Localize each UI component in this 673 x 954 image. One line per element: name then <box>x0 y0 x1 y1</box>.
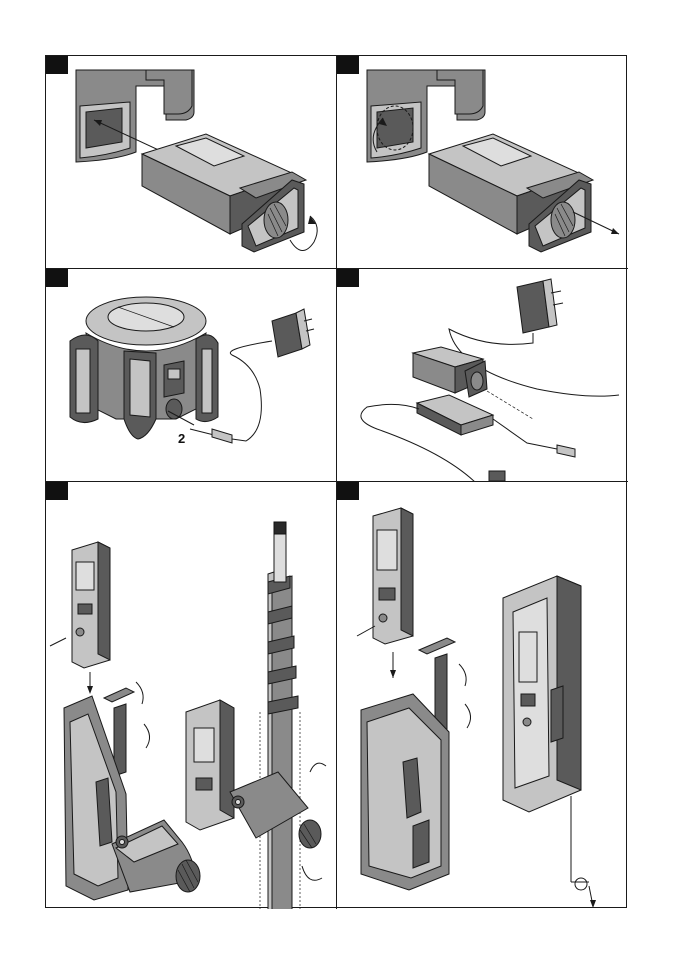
figure-panel-3: 2 <box>46 269 337 482</box>
figure-panel-6 <box>337 482 628 909</box>
charge-separate-illustration <box>337 269 628 482</box>
figure-panel-5 <box>46 482 337 909</box>
detector-remote-holder-illustration <box>337 482 628 909</box>
callout-number: 2 <box>178 431 185 446</box>
figure-panel-1 <box>46 56 337 269</box>
detector-holder-staff-illustration <box>46 482 337 909</box>
figure-panel-4 <box>337 269 628 482</box>
instruction-sheet: 2 <box>45 55 627 908</box>
battery-unlock-illustration <box>337 56 628 269</box>
battery-removal-illustration <box>46 56 337 269</box>
charge-in-tool-illustration: 2 <box>46 269 337 482</box>
telescopic-staff <box>260 522 300 909</box>
figure-panel-2 <box>337 56 628 269</box>
